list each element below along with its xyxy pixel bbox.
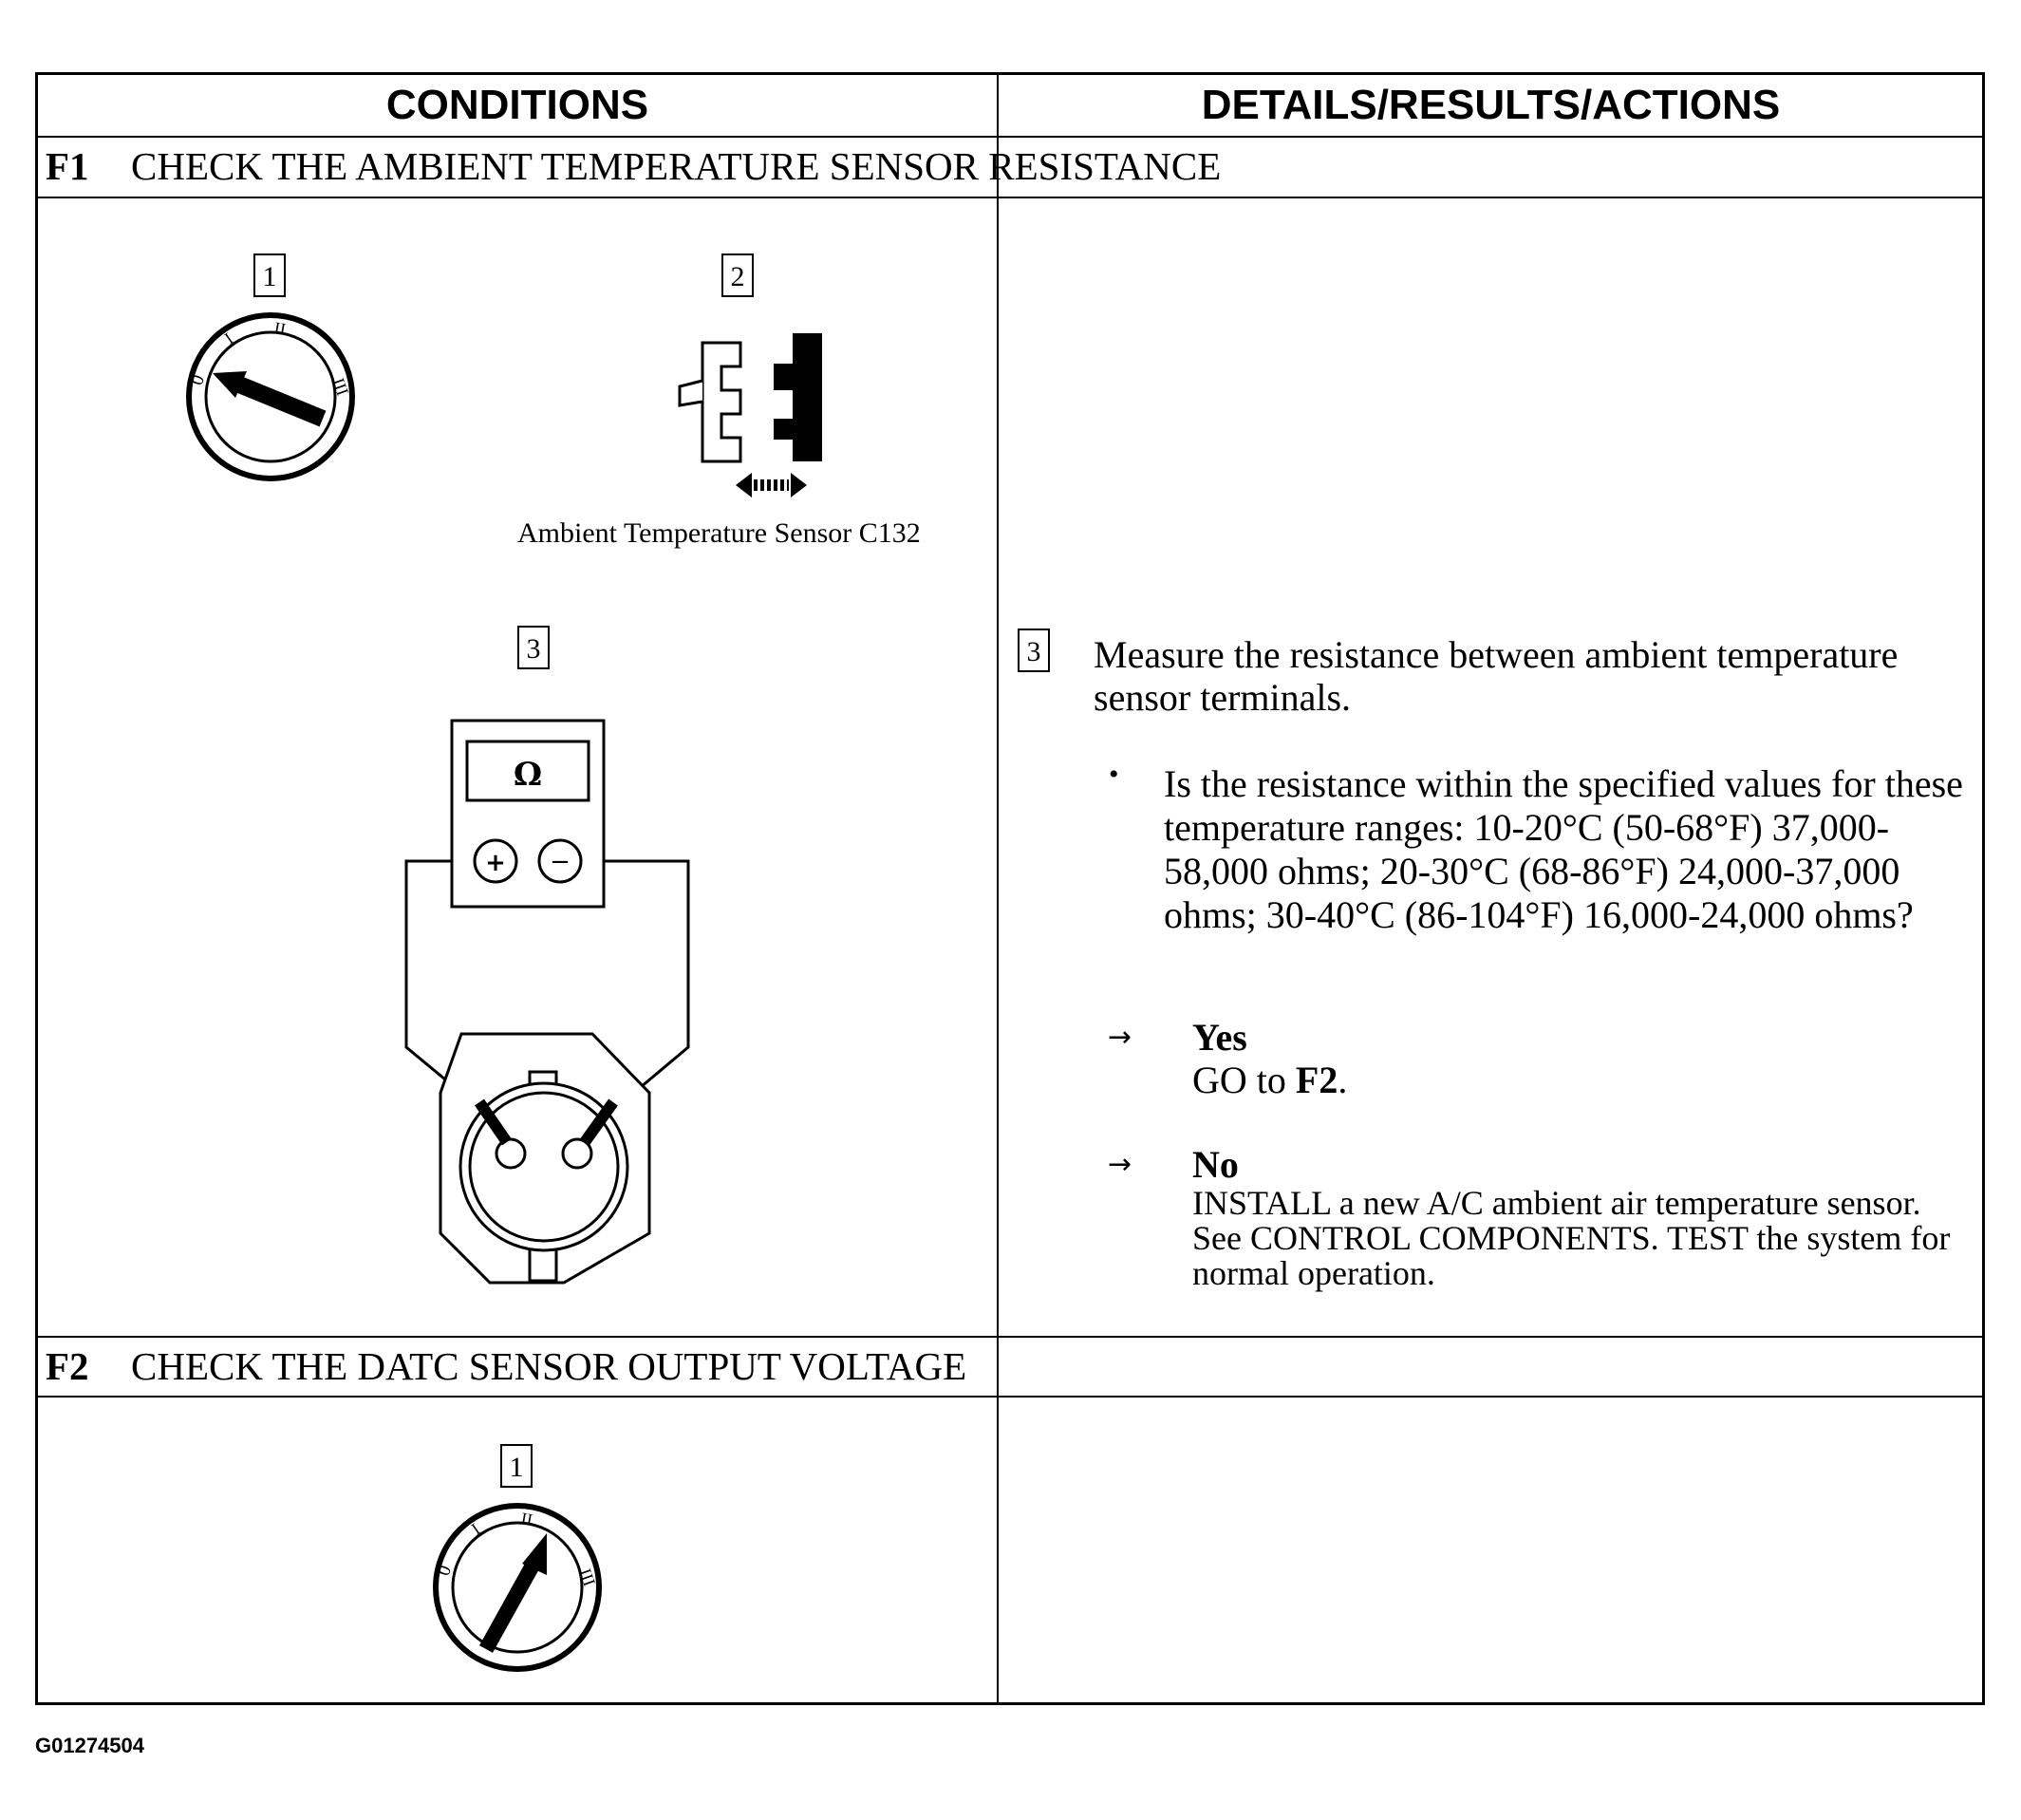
- column-divider: [997, 1396, 999, 1705]
- negative-terminal: −: [550, 848, 571, 876]
- step-code: F1: [46, 144, 89, 188]
- switch-label-3: III: [328, 376, 352, 399]
- no-label: No: [1192, 1143, 1239, 1186]
- yes-action-suffix: .: [1338, 1059, 1348, 1101]
- header-details: DETAILS/RESULTS/ACTIONS: [1201, 82, 1781, 128]
- divider: [38, 1396, 1982, 1398]
- detail-instruction: Measure the resistance between ambient t…: [1094, 633, 1899, 719]
- yes-label: Yes: [1192, 1016, 1247, 1059]
- header-conditions: CONDITIONS: [385, 82, 649, 128]
- detail-marker-3: 3: [1018, 629, 1050, 672]
- step-title: CHECK THE DATC SENSOR OUTPUT VOLTAGE: [131, 1344, 967, 1388]
- step-f1-title-row: F1 CHECK THE AMBIENT TEMPERATURE SENSOR R…: [46, 138, 1221, 195]
- connector-caption: Ambient Temperature Sensor C132: [517, 517, 921, 549]
- ohmmeter-sensor-diagram: Ω + −: [404, 719, 690, 1285]
- step-marker-3: 3: [517, 626, 550, 669]
- f2-step-marker-1: 1: [500, 1444, 533, 1488]
- yes-action: GO to F2.: [1192, 1059, 1347, 1101]
- column-divider: [997, 75, 999, 198]
- switch-label-1: I: [468, 1519, 483, 1538]
- divider: [38, 136, 1982, 138]
- ignition-switch-off-icon: 0 I II III: [186, 312, 355, 481]
- bullet-icon: •: [1109, 759, 1119, 790]
- step-marker-1: 1: [253, 253, 286, 297]
- step-code: F2: [46, 1344, 89, 1388]
- yes-arrow-icon: →: [1108, 1021, 1132, 1054]
- step-marker-2: 2: [721, 253, 754, 297]
- connector-disconnect-icon: [678, 333, 822, 497]
- switch-label-2: II: [272, 318, 287, 339]
- yes-action-target: F2: [1295, 1059, 1338, 1101]
- switch-label-2: II: [519, 1509, 533, 1529]
- column-divider: [997, 197, 999, 1413]
- figure-code: G01274504: [35, 1734, 144, 1757]
- no-action: INSTALL a new A/C ambient air temperatur…: [1192, 1184, 1951, 1292]
- step-title: CHECK THE AMBIENT TEMPERATURE SENSOR RES…: [131, 144, 1222, 188]
- ignition-switch-run-icon: 0 I II III: [433, 1503, 602, 1672]
- yes-action-prefix: GO to: [1192, 1059, 1286, 1101]
- step-f2-title-row: F2 CHECK THE DATC SENSOR OUTPUT VOLTAGE: [46, 1338, 966, 1395]
- switch-label-1: I: [221, 328, 236, 347]
- detail-question: Is the resistance within the specified v…: [1164, 762, 1963, 936]
- ohm-symbol: Ω: [514, 756, 542, 794]
- switch-label-3: III: [575, 1567, 599, 1589]
- positive-terminal: +: [485, 849, 506, 877]
- divider: [38, 197, 1982, 198]
- divider: [38, 1336, 1982, 1338]
- no-arrow-icon: →: [1108, 1148, 1132, 1181]
